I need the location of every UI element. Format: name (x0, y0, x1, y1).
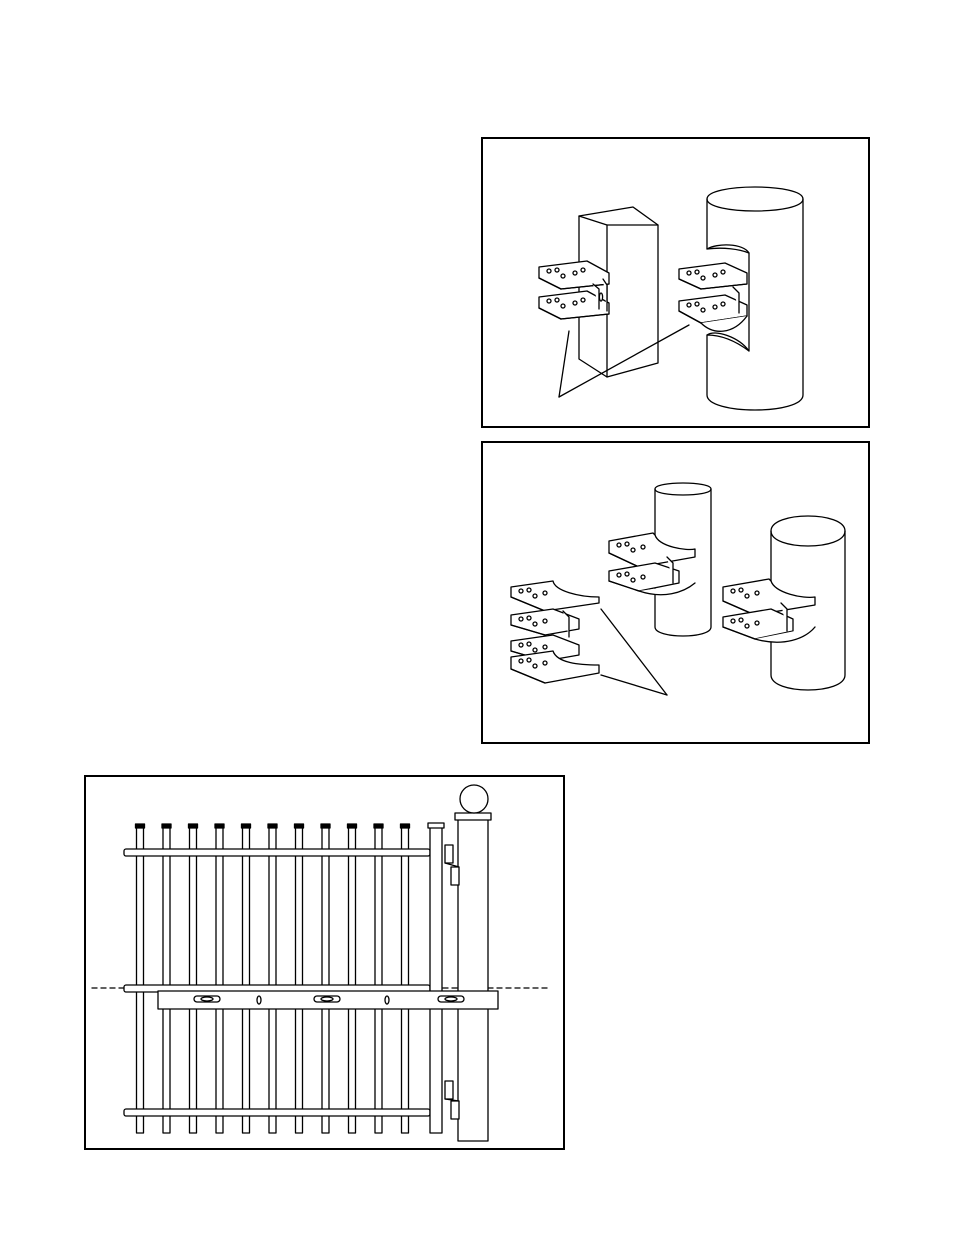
gate-picket (137, 827, 144, 1133)
gate-picket (402, 827, 409, 1133)
figure-round-post-brackets (481, 441, 870, 744)
round-post-hinge-bracket-upper (679, 263, 747, 289)
gate-picket-cap (215, 824, 224, 828)
gate-picket (269, 827, 276, 1133)
gate-picket-cap (374, 824, 383, 828)
leader-lines (601, 609, 667, 695)
gate-picket (322, 827, 329, 1133)
square-post (579, 207, 658, 377)
gate-picket (163, 827, 170, 1133)
small-round-post-bracket-upper (609, 533, 695, 567)
gate-picket-cap (242, 824, 251, 828)
gate-picket (349, 827, 356, 1133)
gate-picket-cap (295, 824, 304, 828)
level-bar (158, 991, 498, 1009)
gate-picket (243, 827, 250, 1133)
hinge (445, 845, 459, 885)
gate-picket (190, 827, 197, 1133)
figure-gate-level (84, 775, 565, 1150)
hinge (445, 1081, 459, 1119)
gate-hinge-upright (428, 823, 444, 1133)
gate-picket (296, 827, 303, 1133)
gate-picket (216, 827, 223, 1133)
figure-post-brackets (481, 137, 870, 428)
gate-picket (375, 827, 382, 1133)
gate-picket-cap (401, 824, 410, 828)
gate-picket-cap (136, 824, 145, 828)
gate-picket-cap (348, 824, 357, 828)
loose-bracket-stack (511, 581, 599, 683)
gate-picket-cap (321, 824, 330, 828)
gate-picket-cap (189, 824, 198, 828)
ball-cap-post (455, 785, 491, 1141)
gate-picket-cap (268, 824, 277, 828)
gate-pickets (136, 824, 410, 1133)
large-round-post-bracket-lower (723, 603, 815, 642)
gate-rail-top (124, 849, 430, 856)
gate-rail-bottom (124, 1109, 430, 1116)
gate-picket-cap (162, 824, 171, 828)
